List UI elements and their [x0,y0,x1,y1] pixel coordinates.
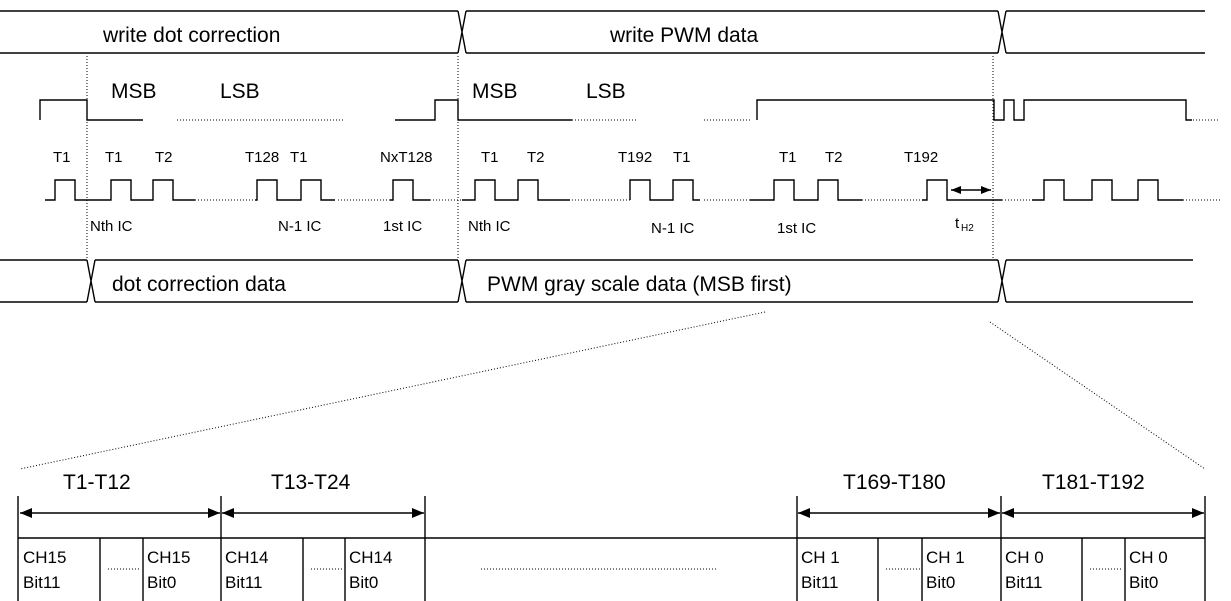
clock-label: T128 [245,149,279,166]
cell-channel: CH15 [147,548,190,567]
phase-write-dot-correction: write dot correction [102,24,280,47]
clock-labels: T1 T1 T2 T128 T1 NxT128 T1 T2 T192 T1 T1… [53,149,938,166]
bus-transition [86,259,96,303]
clock-label: T1 [105,149,123,166]
arrowhead [951,186,961,194]
clock-label: T192 [904,149,938,166]
th2-label: t [955,215,960,232]
ic-labels: Nth IC N-1 IC 1st IC Nth IC N-1 IC 1st I… [90,218,816,237]
cell-bit: Bit0 [349,573,378,592]
clock-label: T2 [825,149,843,166]
ic-label: 1st IC [777,220,816,237]
cell-bit: Bit11 [1005,573,1043,592]
lsb-label-dc: LSB [220,80,260,103]
cell-bit: Bit11 [23,573,61,592]
cell-channel: CH 1 [801,548,840,567]
range-arrow [1002,508,1204,518]
cell-bit: Bit0 [926,573,955,592]
group-range-label: T13-T24 [271,471,351,494]
lsb-label-pwm: LSB [586,80,626,103]
pwm-gray-scale-data-label: PWM gray scale data (MSB first) [487,273,792,296]
range-arrow [798,508,1000,518]
phase-row: write dot correction write PWM data [0,10,1205,54]
ic-label: Nth IC [468,218,511,235]
phase-write-pwm-data: write PWM data [609,24,759,47]
reference-lines [86,56,994,258]
clock-label: T2 [527,149,545,166]
group-range-label: T181-T192 [1042,471,1145,494]
cell-channel: CH14 [225,548,268,567]
group-range-label: T169-T180 [843,471,946,494]
cell-bit: Bit11 [801,573,839,592]
msb-label-dc: MSB [111,80,157,103]
arrowhead [981,186,991,194]
bus-transition [997,259,1007,303]
ic-label: 1st IC [383,218,422,235]
zoom-lines [19,311,1206,470]
mode-waveform: MSB LSB MSB LSB [39,80,1220,121]
clock-waveform [45,179,1220,201]
clock-label: T1 [481,149,499,166]
clock-label: T1 [779,149,797,166]
ic-label: N-1 IC [278,218,322,235]
cell-bit: Bit0 [147,573,176,592]
msb-label-pwm: MSB [472,80,518,103]
clock-label: NxT128 [380,149,433,166]
cell-dividers [17,496,1206,601]
ic-label: N-1 IC [651,220,695,237]
clock-label: T1 [673,149,691,166]
cell-channel: CH14 [349,548,392,567]
dot-correction-data-label: dot correction data [112,273,286,296]
clock-label: T192 [618,149,652,166]
bit-sequence: T1-T12 T13-T24 T169-T180 T181-T192 [17,471,1206,601]
th2-subscript: H2 [961,223,974,234]
cell-channel: CH15 [23,548,66,567]
data-bus-row: dot correction data PWM gray scale data … [0,259,1193,303]
phase-transition-2 [997,10,1007,54]
clock-label: T2 [155,149,173,166]
cell-channel: CH 0 [1129,548,1168,567]
group-range-label: T1-T12 [63,471,131,494]
cell-channel: CH 1 [926,548,965,567]
clock-label: T1 [53,149,71,166]
range-arrow [20,508,220,518]
cell-bit: Bit0 [1129,573,1158,592]
ic-label: Nth IC [90,218,133,235]
bus-transition [457,259,467,303]
cell-bit: Bit11 [225,573,263,592]
cell-channel: CH 0 [1005,548,1044,567]
phase-transition-1 [457,10,467,54]
th2-timing-marker: t H2 [951,186,991,234]
clock-label: T1 [290,149,308,166]
range-arrow [222,508,424,518]
